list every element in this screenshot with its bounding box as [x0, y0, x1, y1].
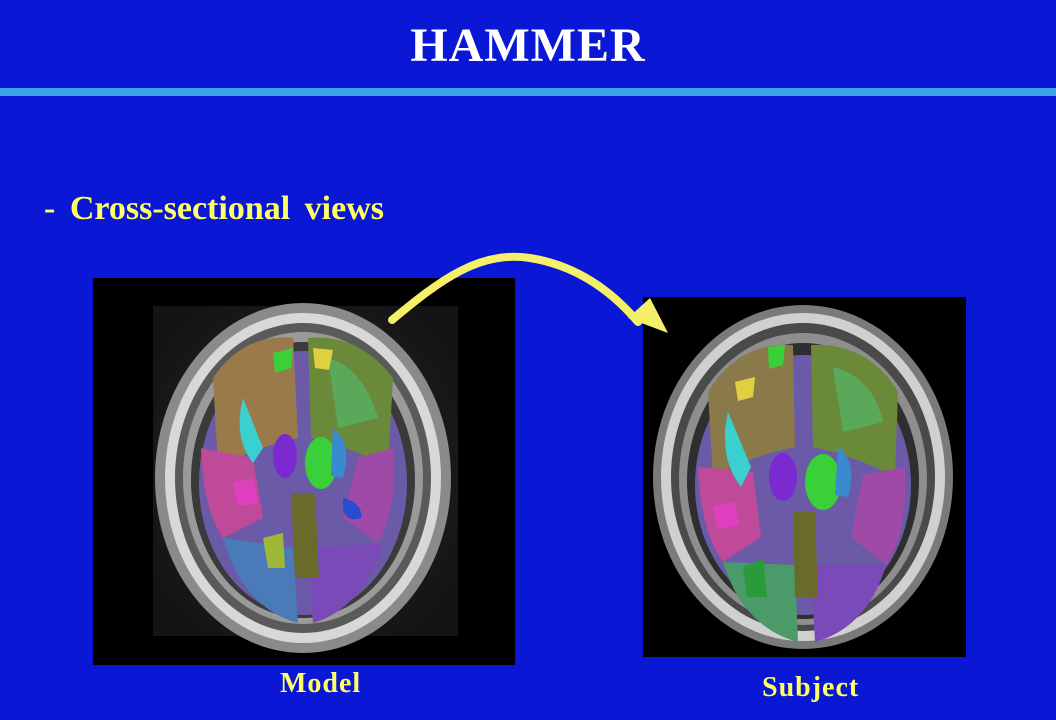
bullet-text: - Cross-sectional views: [44, 190, 384, 227]
slide-title: HAMMER: [410, 19, 646, 72]
subject-caption: Subject: [762, 672, 860, 703]
title-divider: [0, 88, 1056, 96]
subject-brain-image: [643, 297, 966, 657]
model-caption: Model: [280, 668, 362, 699]
model-brain-image: [93, 278, 515, 665]
